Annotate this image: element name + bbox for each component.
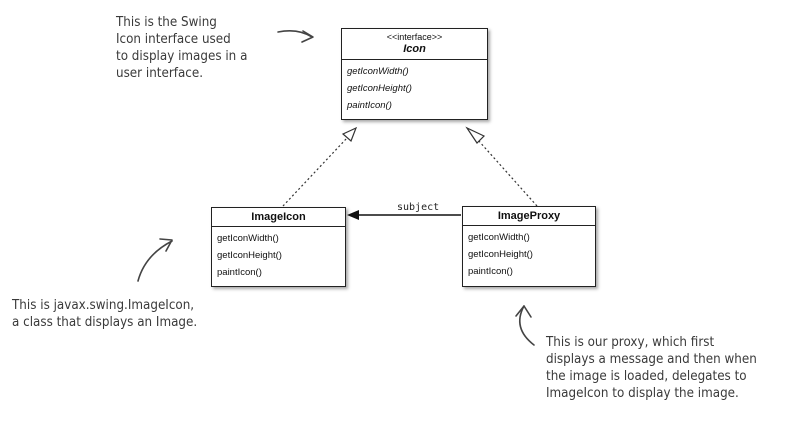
method-get-icon-height: getIconHeight() (217, 250, 282, 261)
association-label: subject (397, 202, 440, 213)
note-line: This is our proxy, which first (546, 335, 715, 350)
note-pointer-arrowhead-swing (301, 30, 314, 43)
icon-interface-header: <<interface>> Icon (342, 29, 487, 60)
realization-arrowhead-imageproxy (465, 126, 486, 144)
realization-line-imageproxy (477, 139, 538, 207)
method-get-icon-width: getIconWidth() (217, 233, 279, 244)
note-proxy: This is our proxy, which first displays … (546, 334, 757, 402)
imageicon-class-methods: getIconWidth() getIconHeight() paintIcon… (212, 227, 345, 284)
method-get-icon-height: getIconHeight() (347, 83, 412, 94)
note-line: This is the Swing (116, 15, 217, 30)
imageicon-class-header: ImageIcon (212, 208, 345, 227)
note-pointer-arrowhead-imageicon (159, 238, 173, 252)
method-paint-icon: paintIcon() (347, 100, 392, 111)
icon-interface-box: <<interface>> Icon getIconWidth() getIco… (341, 28, 488, 120)
imageproxy-class-box: ImageProxy getIconWidth() getIconHeight(… (462, 206, 596, 287)
imageicon-class-box: ImageIcon getIconWidth() getIconHeight()… (211, 207, 346, 287)
note-line: the image is loaded, delegates to (546, 369, 747, 384)
method-paint-icon: paintIcon() (468, 266, 513, 277)
note-line: displays a message and then when (546, 352, 757, 367)
note-pointer-arrowhead-proxy (515, 305, 532, 318)
note-pointer-arrow-proxy (518, 305, 535, 346)
note-pointer-arrow-imageicon (137, 240, 173, 282)
method-get-icon-width: getIconWidth() (347, 66, 409, 77)
note-line: ImageIcon to display the image. (546, 386, 739, 401)
method-paint-icon: paintIcon() (217, 267, 262, 278)
realization-line-imageicon (282, 137, 348, 207)
association-arrowhead (347, 210, 359, 220)
note-javax-imageicon: This is javax.swing.ImageIcon, a class t… (12, 297, 197, 331)
interface-name: Icon (403, 43, 426, 55)
icon-interface-methods: getIconWidth() getIconHeight() paintIcon… (342, 60, 487, 117)
realization-arrowhead-imageicon (341, 126, 358, 143)
note-line: a class that displays an Image. (12, 315, 198, 330)
method-get-icon-height: getIconHeight() (468, 249, 533, 260)
note-swing-icon: This is the Swing Icon interface used to… (116, 14, 247, 82)
imageproxy-class-methods: getIconWidth() getIconHeight() paintIcon… (463, 226, 595, 283)
note-line: Icon interface used (116, 32, 231, 47)
note-line: user interface. (116, 66, 204, 81)
method-get-icon-width: getIconWidth() (468, 232, 530, 243)
interface-stereotype: <<interface>> (386, 32, 443, 42)
note-line: to display images in a (116, 49, 248, 64)
note-line: This is javax.swing.ImageIcon, (12, 298, 195, 313)
imageproxy-class-header: ImageProxy (463, 207, 595, 226)
